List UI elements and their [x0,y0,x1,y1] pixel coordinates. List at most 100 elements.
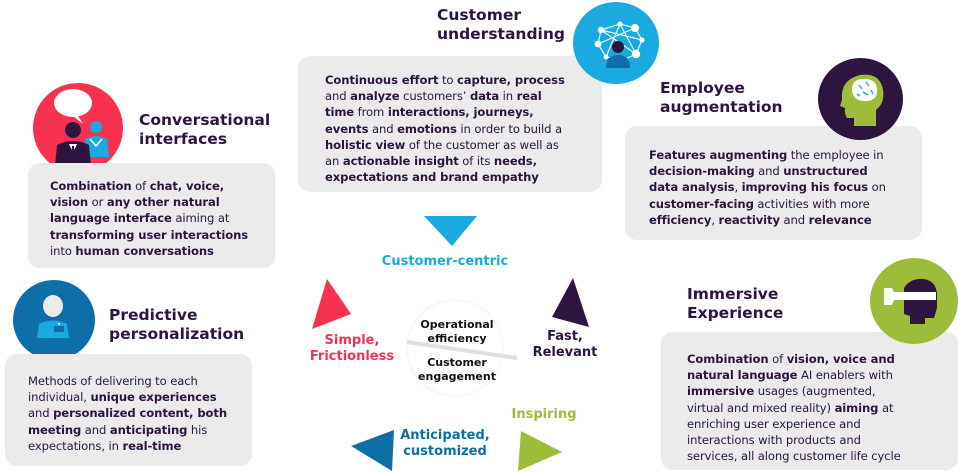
text-run: and [368,121,398,136]
fast-relevant-triangle [552,278,589,327]
text-run: activities with more [753,196,870,211]
bold-text-run: unique experiences [90,390,217,405]
customer-centric-triangle [424,216,477,246]
network-person-icon [573,2,659,84]
inspiring-triangle [518,431,562,471]
text-run: the employee in [787,148,884,162]
predictive-personalization-box: Methods of delivering to each individual,… [5,354,252,466]
text-run: Methods of delivering to each [28,374,198,388]
text-run: interactions with products and [687,433,861,448]
center-divider [406,340,518,360]
text-run: and [28,406,54,421]
text-run: expectations, in [28,438,123,453]
bold-text-run: improving his focus [741,180,869,195]
text-run: of [131,179,150,193]
customer-engagement-label: Customer engagement [418,356,496,383]
bold-text-run: real-time [122,438,182,453]
bold-text-run: aiming [834,400,879,415]
customer-centric-label: Customer-centric [381,254,509,269]
text-run: and [325,89,351,104]
bold-text-run: anticipating [109,422,188,437]
bold-text-run: relevance [808,212,872,227]
text-run: of the customer as well as [405,137,559,152]
bold-text-run: efficiency [649,212,712,227]
conversational-interfaces-box: Combination of chat, voice, vision or any… [28,163,275,268]
bold-text-run: Features augmenting [649,148,788,162]
customer-understanding-title: Customer understanding [437,6,565,43]
employee-augmentation-title: Employee augmentation [660,79,783,116]
text-run: enriching user experience and [687,416,861,431]
simple-frictionless-triangle [312,279,351,329]
text-run: to [438,73,458,87]
text-run: AI enablers with [797,368,893,383]
text-run: , [734,180,742,195]
bold-text-run: holistic view [325,137,406,152]
bold-text-run: chat, voice, [149,179,225,193]
employee-augmentation-box: Features augmenting the employee in decis… [625,126,922,240]
brain-head-icon [818,58,903,140]
bold-text-run: capture, process [457,73,565,87]
text-run: into [50,243,76,258]
vr-headset-icon [870,258,958,344]
text-run: of its [458,154,494,169]
text-run: an [325,154,343,169]
bold-text-run: immersive [687,384,755,399]
bold-text-run: decision-making [649,164,755,179]
conversational-interfaces-title: Conversational interfaces [139,111,271,148]
bold-text-run: language interface [50,211,172,226]
text-run: from [354,105,388,120]
text-run: or [88,195,107,210]
bold-text-run: Continuous effort [325,73,439,87]
text-run: virtual and mixed reality) [687,400,835,415]
text-run: , [711,212,719,227]
fast-relevant-label: Fast, Relevant [532,329,598,360]
bold-text-run: any other natural [106,195,220,210]
predictive-personalization-title: Predictive personalization [109,306,245,343]
text-run: usages (augmented, [754,384,876,399]
bold-text-run: interactions, journeys, [387,105,534,120]
text-run: in order to build a [456,121,562,136]
text-run: aiming at [171,211,230,226]
chat-people-icon [33,83,123,173]
text-run: and [779,212,809,227]
bold-text-run: actionable insight [342,154,459,169]
text-run: customers’ [399,89,470,104]
bold-text-run: time [325,105,355,120]
bold-text-run: reactivity [718,212,781,227]
bold-text-run: Combination [687,352,769,366]
bold-text-run: natural language [687,368,798,383]
text-run: and [81,422,110,437]
bold-text-run: analyze [350,89,400,104]
text-run: and [754,164,784,179]
bold-text-run: personalized content, both [53,406,228,421]
bold-text-run: expectations and brand empathy [325,170,539,185]
bold-text-run: unstructured [783,164,868,179]
bold-text-run: customer-facing [649,196,754,211]
operational-efficiency-label: Operational efficiency [420,318,494,345]
bold-text-run: data analysis [649,180,735,195]
immersive-experience-title: Immersive Experience [687,285,784,322]
bold-text-run: real [516,89,542,104]
inspiring-label: Inspiring [511,407,577,422]
bold-text-run: meeting [28,422,82,437]
text-run: on [868,180,886,195]
text-run: in [499,89,517,104]
bold-text-run: Combination [50,179,132,193]
bold-text-run: data [469,89,500,104]
text-run: of [768,352,787,366]
bold-text-run: vision, voice and [786,352,895,366]
center-hub [406,299,504,397]
text-run: services, all along customer life cycle [687,449,901,464]
anticipated-customized-label: Anticipated, customized [400,428,490,459]
bold-text-run: vision [50,195,89,210]
bold-text-run: events [325,121,369,136]
bold-text-run: transforming user interactions [50,227,249,242]
text-run: his [187,422,208,437]
text-run: individual, [28,390,91,405]
center-hub-circle [406,299,504,397]
bold-text-run: human conversations [75,243,214,258]
bold-text-run: needs, [493,154,537,169]
simple-frictionless-label: Simple, Frictionless [309,333,395,364]
immersive-experience-box: Combination of vision, voice and natural … [661,332,958,470]
